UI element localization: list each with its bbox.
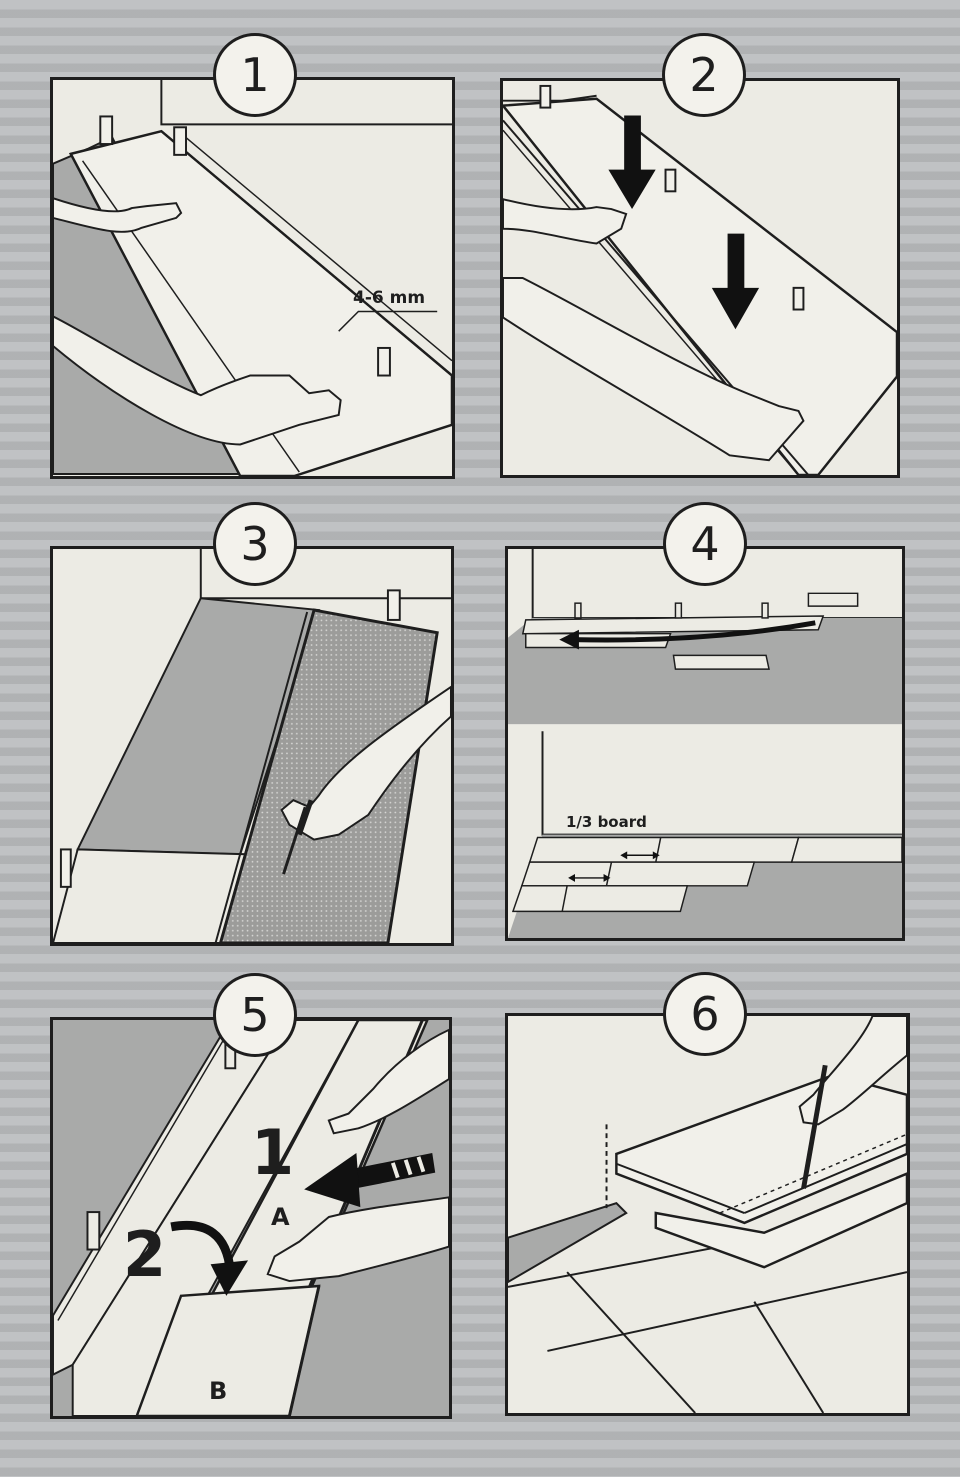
step-6-panel: [505, 1013, 910, 1416]
step-2-illustration: [503, 81, 897, 475]
hand-icon: [53, 315, 342, 446]
step-1-illustration: [53, 80, 452, 476]
step-1-badge: 1: [213, 33, 297, 117]
step-5-illustration: [53, 1020, 449, 1416]
board-label-b: B: [209, 1377, 228, 1405]
push-arrow-icon: [304, 1152, 436, 1208]
board-label-a: A: [271, 1203, 290, 1231]
step-4-illustration: [508, 549, 902, 938]
step-4-panel: 1/3 board: [505, 546, 905, 941]
hand-icon: [503, 198, 628, 245]
pencil-icon: [801, 1064, 828, 1189]
spacer-wedge: [99, 115, 114, 146]
hand-icon: [266, 1196, 449, 1283]
step-2-panel: [500, 78, 900, 478]
step-5-panel: 1 2 A B: [50, 1017, 452, 1419]
step-2-badge: 2: [662, 33, 746, 117]
hand-icon: [503, 277, 805, 462]
step-1-panel: 4-6 mm: [50, 77, 455, 479]
gap-indicator-line: [338, 310, 438, 332]
down-arrow-icon: [608, 115, 656, 210]
hand-icon: [798, 1016, 907, 1126]
step-label-1: 1: [251, 1116, 295, 1189]
spacer-wedge: [173, 126, 187, 156]
spacer-wedge: [377, 346, 391, 377]
step-6-illustration: [508, 1016, 907, 1413]
pencil-icon: [296, 799, 314, 836]
hand-icon: [280, 685, 451, 841]
gap-label: 4-6 mm: [353, 288, 426, 308]
hand-icon: [53, 197, 183, 233]
offset-arrow-icon: [620, 851, 660, 860]
hand-icon: [327, 1028, 449, 1135]
step-5-badge: 5: [213, 973, 297, 1057]
step-label-2: 2: [123, 1218, 167, 1291]
step-3-illustration: [53, 549, 451, 943]
offset-arrow-icon: [568, 873, 611, 882]
rotate-arrow-icon: [170, 1221, 235, 1272]
one-third-board-label: 1/3 board: [566, 813, 647, 831]
step-3-panel: [50, 546, 454, 946]
step-4-badge: 4: [663, 502, 747, 586]
curved-arrow-icon: [571, 620, 816, 643]
step-6-badge: 6: [663, 972, 747, 1056]
step-3-badge: 3: [213, 502, 297, 586]
down-arrow-icon: [711, 233, 760, 330]
